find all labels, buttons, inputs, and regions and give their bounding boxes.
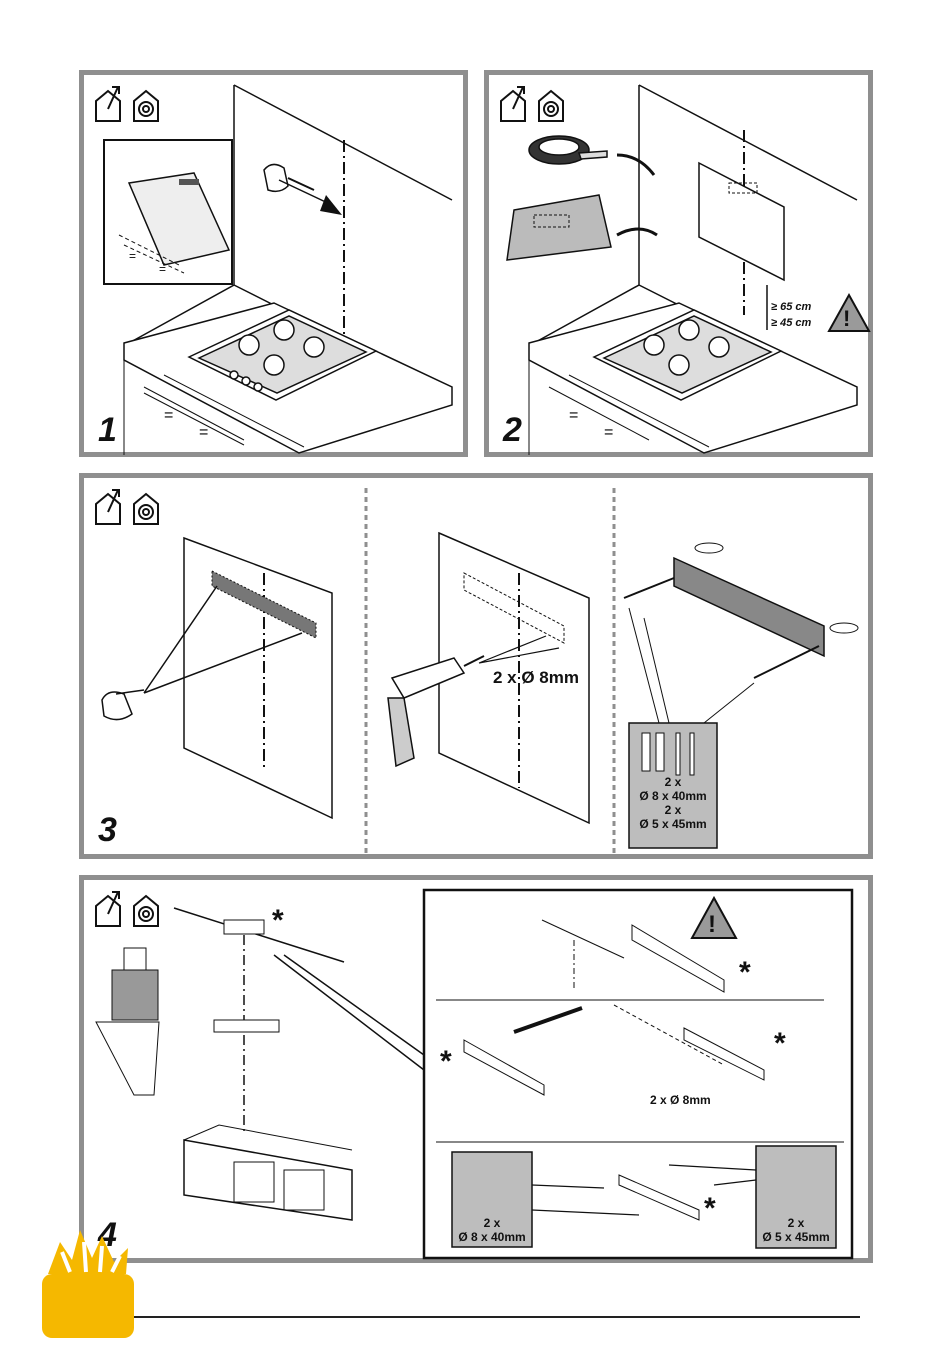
- panel-1-illustration: = = = =: [84, 75, 473, 462]
- plug-size: Ø 8 x 40mm: [452, 1230, 532, 1244]
- height-label-b: ≥ 45 cm: [771, 317, 811, 329]
- asterisk-row1: *: [739, 956, 751, 990]
- svg-text:=: =: [604, 424, 613, 441]
- outdoor-venting-icon: [96, 490, 120, 524]
- panel-2: ! = = ≥ 65 cm ≥ 45 cm 2: [484, 70, 873, 457]
- toolbox-icon: [40, 1222, 136, 1340]
- screw-count: 2 x: [629, 803, 717, 817]
- screw-size: Ø 5 x 45mm: [629, 817, 717, 831]
- tape-roll: [529, 136, 607, 164]
- warning-icon: !: [829, 295, 869, 331]
- outdoor-venting-icon: [96, 87, 120, 121]
- svg-text:=: =: [199, 424, 208, 441]
- asterisk-row2-right: *: [774, 1027, 786, 1061]
- asterisk-row3: *: [704, 1192, 716, 1226]
- svg-text:=: =: [164, 407, 173, 424]
- svg-text:=: =: [129, 249, 136, 263]
- panel-number: 3: [98, 811, 117, 850]
- panel-number: 2: [503, 411, 522, 450]
- outdoor-venting-icon: [501, 87, 525, 121]
- recirculation-icon: [134, 896, 158, 926]
- pencil-icon: [102, 690, 144, 720]
- asterisk-main: *: [272, 904, 284, 938]
- mounting-rail: [674, 558, 824, 656]
- footer-rule: [132, 1316, 860, 1318]
- height-label-a: ≥ 65 cm: [771, 301, 811, 313]
- hand-icon: [264, 164, 314, 191]
- recirculation-icon: [134, 91, 158, 121]
- screw-size: Ø 5 x 45mm: [756, 1230, 836, 1244]
- svg-text:=: =: [159, 262, 166, 276]
- svg-text:!: !: [843, 306, 850, 331]
- panel-3: 2 x Ø 8mm 2 x Ø 8 x 40mm 2 x Ø 5 x 45mm …: [79, 473, 873, 859]
- svg-text:!: !: [708, 911, 716, 938]
- plug-count: 2 x: [452, 1216, 532, 1230]
- svg-text:=: =: [569, 407, 578, 424]
- panel-4-illustration: !: [84, 880, 878, 1268]
- outdoor-venting-icon: [96, 892, 120, 926]
- drill-size-label: 2 x Ø 8mm: [493, 668, 579, 688]
- panel-4: ! * * * * * 2 x Ø 8mm 2 x Ø 8 x 40mm 2 x…: [79, 875, 873, 1263]
- asterisk-row2-left: *: [440, 1045, 452, 1079]
- panel-number: 1: [98, 411, 117, 450]
- recirculation-icon: [134, 494, 158, 524]
- template-on-wall: [699, 163, 784, 280]
- panel-1: = = = = 1: [79, 70, 468, 457]
- panel-3-illustration: [84, 478, 878, 864]
- drill-size-label: 2 x Ø 8mm: [650, 1093, 711, 1107]
- screw-count: 2 x: [756, 1216, 836, 1230]
- panel-2-illustration: ! = =: [489, 75, 878, 462]
- recirculation-icon: [539, 91, 563, 121]
- plug-count: 2 x: [629, 775, 717, 789]
- plug-size: Ø 8 x 40mm: [629, 789, 717, 803]
